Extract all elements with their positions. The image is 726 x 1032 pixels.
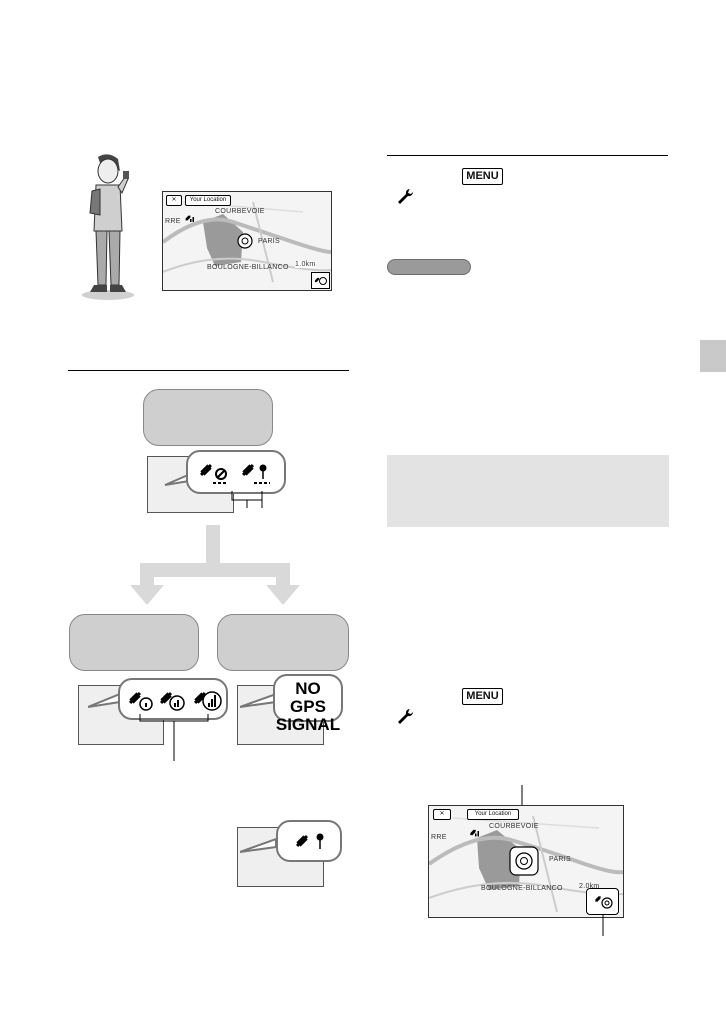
map-label-boulogne-2: BOULOGNE-BILLANCO [481, 885, 563, 892]
callout-bracket-signal [139, 714, 209, 761]
menu-button-2[interactable]: MENU [462, 688, 503, 705]
flow-box-left [69, 614, 199, 671]
signal-bubble [118, 678, 228, 720]
close-button[interactable]: ✕ [166, 195, 182, 206]
flow-box-top [143, 389, 273, 446]
no-gps-line-1: NO GPS [290, 679, 326, 716]
person-illustration [78, 153, 136, 301]
close-button-2[interactable]: ✕ [433, 809, 451, 820]
searching-bubble [186, 450, 286, 494]
map-label-courbevoie: COURBEVOIE [215, 208, 265, 215]
map-screen-large: ✕ Your Location RRE COURBEVOIE PARIS BOU… [428, 805, 624, 918]
map-label-paris: PARIS [258, 238, 280, 245]
compass-marker-icon [515, 852, 533, 870]
map-label-paris-2: PARIS [549, 856, 571, 863]
map-label-courbevoie-2: COURBEVOIE [489, 823, 539, 830]
gps-status-icon [181, 210, 195, 222]
note-box [387, 455, 669, 527]
callout-bracket-top [231, 491, 263, 508]
section-pill [387, 259, 471, 275]
wrench-icon [396, 187, 414, 205]
section-rule-right [387, 155, 668, 156]
map-scale-2: 2.0km [579, 883, 600, 890]
side-tab [700, 340, 726, 372]
wrench-icon-2 [396, 707, 414, 725]
locate-button[interactable] [311, 272, 330, 289]
map-screen-small: ✕ Your Location RRE COURBEVOIE PARIS BOU… [162, 191, 332, 291]
menu-button[interactable]: MENU [462, 168, 503, 185]
flow-box-right [217, 614, 349, 671]
map-label-rre-2: RRE [431, 834, 447, 841]
map-scale: 1.0km [295, 261, 316, 268]
section-rule-left [68, 370, 349, 371]
satellite-icon-2 [241, 463, 255, 477]
located-bubble [276, 820, 342, 862]
map-label-rre: RRE [165, 218, 181, 225]
your-location-button[interactable]: Your Location [185, 195, 231, 206]
map-label-boulogne: BOULOGNE-BILLANCO [207, 264, 289, 271]
your-location-button-2[interactable]: Your Location [467, 809, 519, 820]
callout-line-locate [602, 914, 604, 936]
no-gps-line-2: SIGNAL [275, 715, 341, 734]
gps-status-icon-2 [465, 825, 481, 837]
no-gps-bubble: NO GPS SIGNAL [273, 674, 343, 734]
no-signal-icon [215, 468, 227, 480]
satellite-icon [199, 463, 213, 477]
locate-button-2[interactable] [586, 888, 619, 915]
flow-arrows [130, 525, 300, 605]
